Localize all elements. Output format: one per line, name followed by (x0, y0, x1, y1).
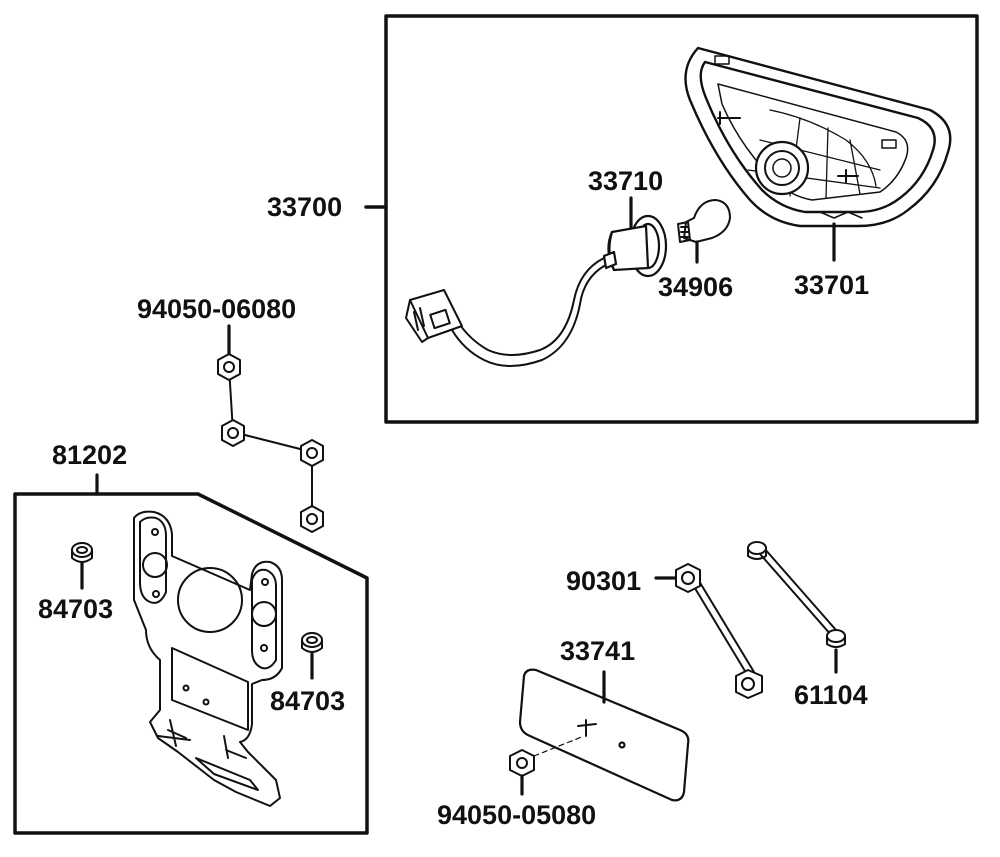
reflector (518, 668, 690, 802)
label-61104: 61104 (794, 680, 868, 710)
socket (602, 214, 668, 278)
lamp-housing (684, 46, 952, 228)
label-84703-left: 84703 (38, 594, 113, 624)
wire-harness (451, 257, 605, 367)
bracket-box (13, 492, 369, 835)
nut-bottom (509, 749, 535, 777)
bolt-chain (747, 541, 846, 648)
label-34906: 34906 (658, 272, 733, 302)
label-33710: 33710 (588, 166, 663, 196)
connector (405, 289, 463, 343)
label-33741: 33741 (560, 636, 635, 666)
bulb (677, 199, 731, 243)
grommet-right (301, 632, 323, 653)
label-33700: 33700 (267, 192, 342, 222)
assembly-box (384, 14, 979, 424)
label-94050-06080: 94050-06080 (137, 294, 296, 324)
label-94050-05080: 94050-05080 (437, 800, 596, 830)
label-90301: 90301 (566, 566, 641, 596)
label-81202: 81202 (52, 440, 127, 470)
grommet-left (71, 542, 93, 563)
bracket-plate (133, 510, 283, 807)
nut-chain-top (217, 353, 324, 533)
label-33701: 33701 (794, 270, 869, 300)
collar-nut-chain (675, 563, 763, 699)
label-84703-right: 84703 (270, 686, 345, 716)
